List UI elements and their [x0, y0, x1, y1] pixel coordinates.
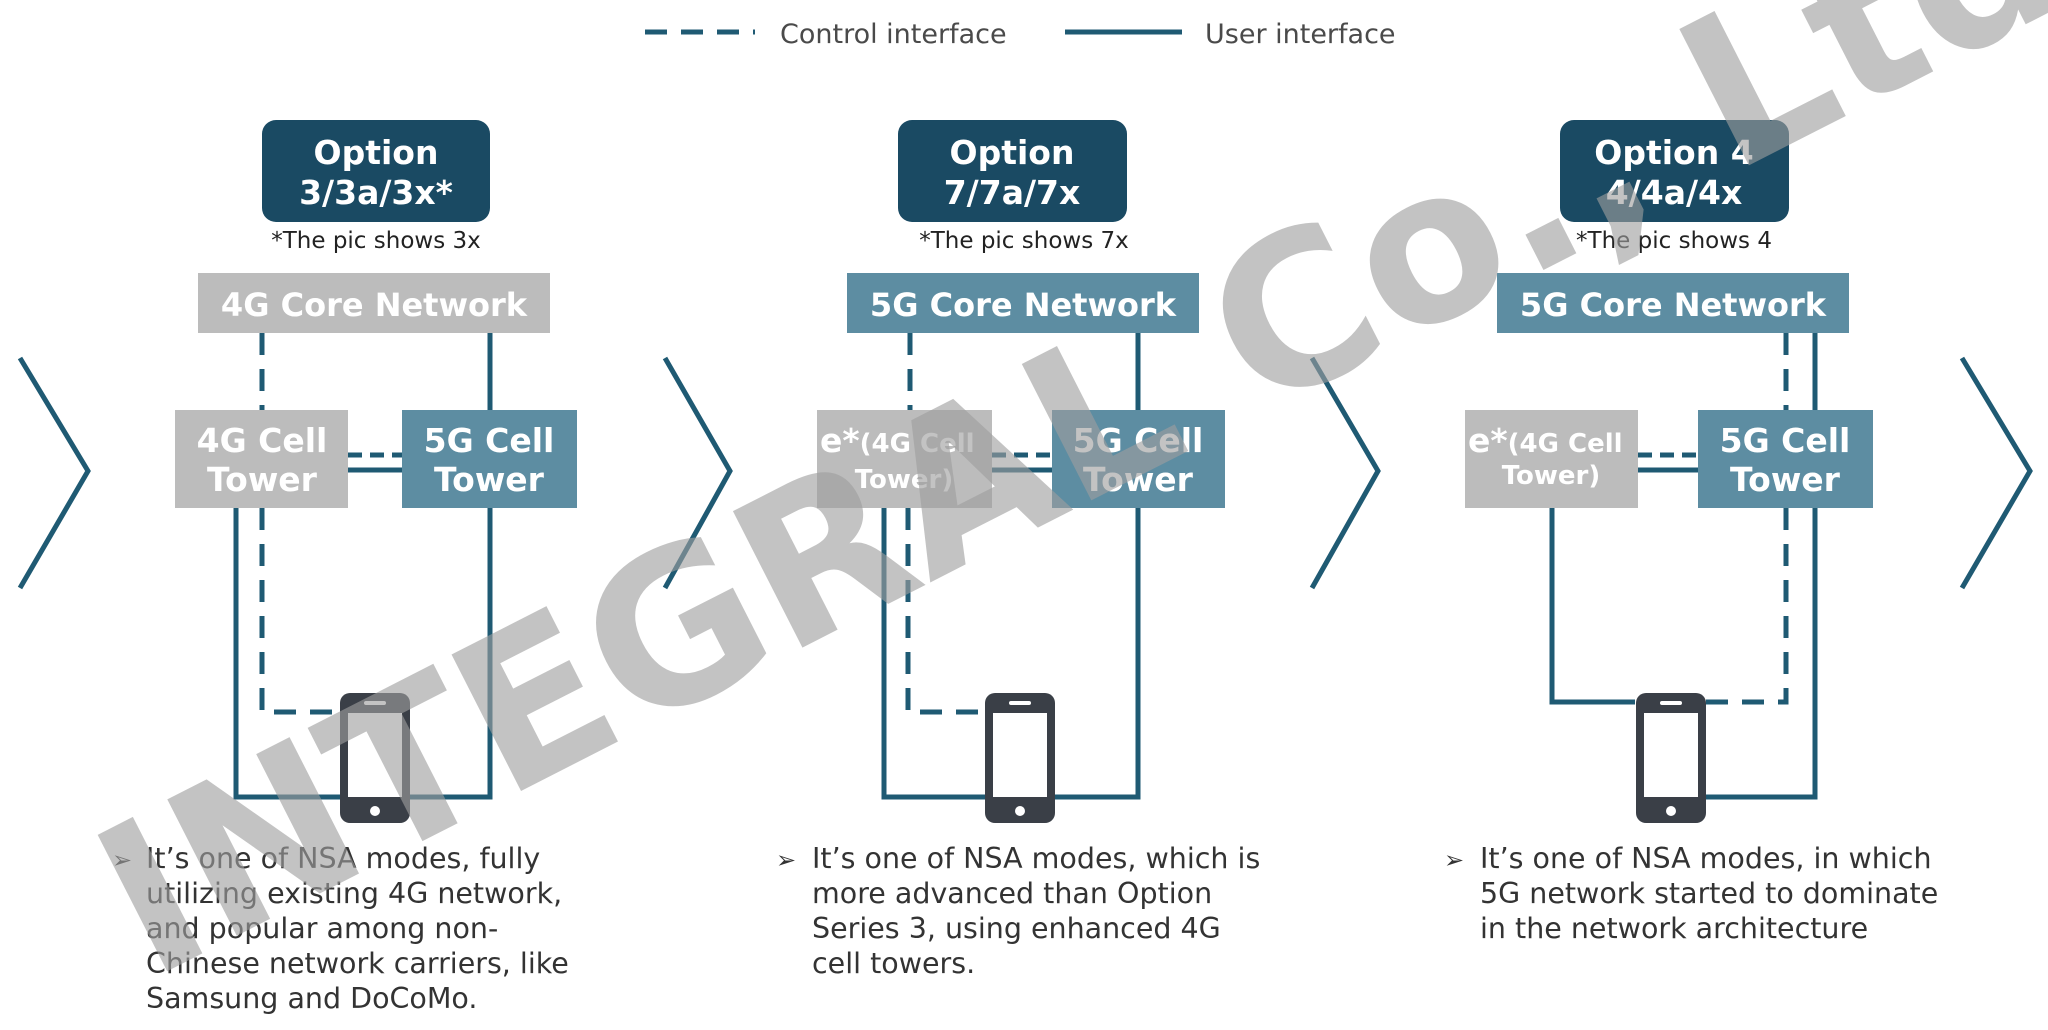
- left-cell-tower-text: (4G Cell: [1508, 429, 1623, 459]
- core-network-label: 5G Core Network: [1520, 286, 1827, 324]
- description-line: 5G network started to dominate: [1480, 877, 1938, 910]
- option-title-box: [898, 120, 1127, 222]
- left-cell-tower-line2: Tower): [1502, 461, 1601, 491]
- right-cell-tower-line1: 5G Cell: [424, 421, 555, 460]
- left-cell-tower-line1: e*(4G Cell: [820, 421, 975, 460]
- option-title-line1: Option: [314, 133, 439, 172]
- description-line: Chinese network carriers, like: [146, 947, 569, 980]
- option-panel-4: Option 4 4/4a/4x *The pic shows 4 5G Cor…: [1444, 120, 1938, 945]
- option-title-line2: 4/4a/4x: [1606, 173, 1743, 212]
- user-5g-to-phone: [410, 508, 493, 800]
- flow-arrow-2: [662, 356, 733, 590]
- right-cell-tower-line2: Tower: [1083, 460, 1194, 499]
- control-5g-to-phone: [1705, 508, 1789, 705]
- core-network-box: [847, 273, 1199, 333]
- left-cell-tower-text: (4G Cell: [860, 429, 975, 459]
- description-line: and popular among non-: [146, 912, 498, 945]
- right-cell-tower-box: [1698, 410, 1873, 508]
- left-cell-tower-box: [817, 410, 992, 508]
- legend-user-label: User interface: [1205, 19, 1396, 50]
- option-description: ➢ It’s one of NSA modes, in which 5G net…: [1444, 842, 1938, 945]
- left-cell-tower-line1: e*(4G Cell: [1468, 421, 1623, 460]
- option-title-line2: 7/7a/7x: [944, 173, 1081, 212]
- option-title-line1: Option: [950, 133, 1075, 172]
- description-line: utilizing existing 4G network,: [146, 877, 562, 910]
- flow-arrow-3: [1309, 356, 1381, 590]
- phone-icon: [1636, 693, 1706, 823]
- user-e4g-to-phone: [1549, 508, 1635, 705]
- option-note: *The pic shows 7x: [919, 228, 1129, 254]
- left-cell-tower-prefix: e*: [820, 421, 860, 460]
- left-cell-tower-line1: 4G Cell: [197, 421, 328, 460]
- option-description: ➢ It’s one of NSA modes, which is more a…: [776, 842, 1260, 980]
- right-cell-tower-line2: Tower: [434, 460, 545, 499]
- description-line: It’s one of NSA modes, in which: [1480, 842, 1932, 875]
- option-title-line2: 3/3a/3x*: [299, 173, 453, 212]
- core-network-label: 5G Core Network: [870, 286, 1177, 324]
- right-cell-tower-line2: Tower: [1730, 460, 1841, 499]
- phone-icon: [340, 693, 410, 823]
- description-line: It’s one of NSA modes, fully: [146, 842, 540, 875]
- left-cell-tower-line2: Tower: [207, 460, 318, 499]
- right-cell-tower-line1: 5G Cell: [1073, 421, 1204, 460]
- description-line: in the network architecture: [1480, 912, 1868, 945]
- option-title-box: [1560, 120, 1789, 222]
- description-line: Series 3, using enhanced 4G: [812, 912, 1221, 945]
- user-5g-to-phone: [1055, 508, 1141, 800]
- core-network-label: 4G Core Network: [221, 286, 528, 324]
- option-title-line1: Option 4: [1594, 133, 1753, 172]
- user-4g-to-phone: [233, 508, 340, 800]
- option-note: *The pic shows 4: [1576, 228, 1772, 254]
- control-e4g-to-phone: [905, 508, 985, 715]
- phone-icon: [985, 693, 1055, 823]
- bullet-icon: ➢: [776, 846, 796, 874]
- description-line: more advanced than Option: [812, 877, 1212, 910]
- right-cell-tower-line1: 5G Cell: [1720, 421, 1851, 460]
- user-5g-to-phone: [1705, 508, 1818, 800]
- control-4g-to-phone: [259, 508, 340, 715]
- flow-arrows: [17, 356, 2033, 590]
- bullet-icon: ➢: [1444, 846, 1464, 874]
- right-cell-tower-box: [1052, 410, 1225, 508]
- option-panel-3: Option 3/3a/3x* *The pic shows 3x 4G Cor…: [112, 120, 577, 1015]
- option-note: *The pic shows 3x: [271, 228, 481, 254]
- description-line: It’s one of NSA modes, which is: [812, 842, 1260, 875]
- right-cell-tower-box: [402, 410, 577, 508]
- flow-arrow-4: [1959, 356, 2033, 590]
- core-network-box: [1497, 273, 1849, 333]
- left-cell-tower-line2: Tower): [855, 465, 954, 495]
- left-cell-tower-prefix: e*: [1468, 421, 1508, 460]
- flow-arrow-1: [17, 356, 91, 590]
- left-cell-tower-box: [1465, 410, 1638, 508]
- description-line: cell towers.: [812, 947, 975, 980]
- left-cell-tower-box: [175, 410, 348, 508]
- option-panel-7: Option 7/7a/7x *The pic shows 7x 5G Core…: [776, 120, 1260, 980]
- description-line: Samsung and DoCoMo.: [146, 982, 477, 1015]
- option-description: ➢ It’s one of NSA modes, fully utilizing…: [112, 842, 569, 1015]
- option-title-box: [262, 120, 490, 222]
- legend-control-label: Control interface: [780, 19, 1007, 50]
- core-network-box: [198, 273, 550, 333]
- legend: Control interface User interface: [645, 19, 1396, 50]
- user-e4g-to-phone: [881, 508, 985, 800]
- bullet-icon: ➢: [112, 846, 132, 874]
